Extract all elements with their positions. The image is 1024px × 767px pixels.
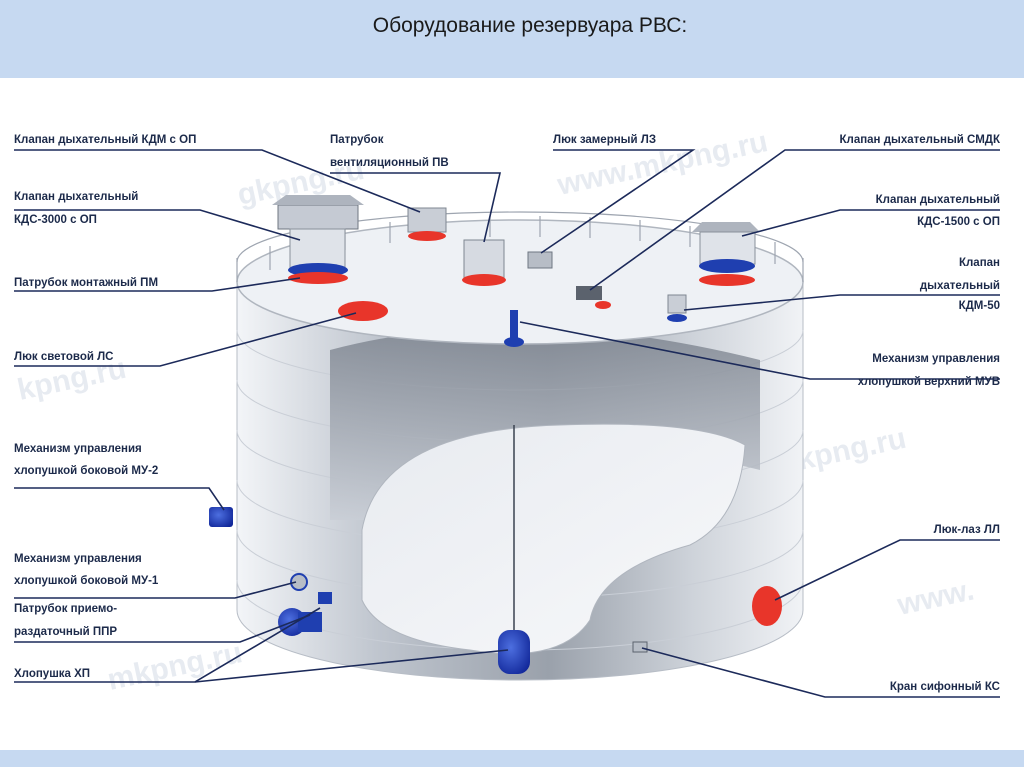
label-muv: хлопушкой верхний МУВ	[858, 376, 1000, 388]
label-kdm-50: Клапан	[959, 257, 1000, 269]
tank-diagram: www.mkpng.ru gkpng.ru kpng.ru www. kpng.…	[14, 125, 1001, 698]
ll-manhole	[752, 586, 782, 626]
label-muv: Механизм управления	[872, 353, 1000, 365]
page-title: Оборудование резервуара РВС:	[372, 14, 688, 37]
labels: Клапан дыхательный КДМ с ОП Клапан дыхат…	[14, 134, 1001, 693]
label-ls: Люк световой ЛС	[14, 351, 114, 363]
label-ks: Кран сифонный КС	[890, 681, 1000, 693]
smdk-valve	[576, 286, 611, 309]
label-ppr: Патрубок приемо-	[14, 603, 117, 615]
muv-mechanism	[504, 310, 524, 347]
label-mu1: Механизм управления	[14, 553, 142, 565]
label-mu2: хлопушкой боковой МУ-2	[14, 465, 158, 477]
label-mu2: Механизм управления	[14, 443, 142, 455]
label-ppr: раздаточный ППР	[14, 626, 117, 638]
kdm-50-valve	[667, 294, 687, 322]
hp-flapper	[498, 630, 530, 674]
label-mu1: хлопушкой боковой МУ-1	[14, 575, 159, 587]
watermark: kpng.ru	[795, 422, 909, 477]
label-pm: Патрубок монтажный ПМ	[14, 277, 158, 289]
lz-gauge-hatch	[527, 251, 553, 269]
tank	[236, 211, 804, 681]
label-kdm-50: КДМ-50	[959, 300, 1000, 312]
label-ll: Люк-лаз ЛЛ	[934, 524, 1000, 536]
label-pv: вентиляционный ПВ	[330, 157, 449, 169]
leader-lines	[14, 149, 1000, 698]
label-lz: Люк замерный ЛЗ	[553, 134, 656, 146]
label-kdm-50: дыхательный	[920, 280, 1000, 292]
label-pv: Патрубок	[330, 134, 384, 146]
kds-1500-valve	[692, 222, 760, 286]
ppr-pipe	[278, 608, 322, 636]
kdm-op-valve	[407, 207, 447, 241]
slide-header: Оборудование резервуара РВС:	[0, 0, 1024, 78]
ks-siphon-tap	[632, 641, 648, 653]
label-kdm-op: Клапан дыхательный КДМ с ОП	[14, 134, 196, 146]
label-smdk: Клапан дыхательный СМДК	[840, 134, 1001, 146]
label-hp: Хлопушка ХП	[14, 668, 90, 680]
label-kds-1500: Клапан дыхательный	[876, 194, 1000, 206]
diagram-panel: www.mkpng.ru gkpng.ru kpng.ru www. kpng.…	[0, 80, 1024, 748]
label-kds-1500: КДС-1500 с ОП	[917, 216, 1000, 228]
pv-vent-pipe	[462, 239, 506, 286]
watermark: mkpng.ru	[105, 636, 246, 697]
ls-light-hatch	[338, 301, 388, 321]
slide-footer	[0, 750, 1024, 767]
watermark: www.	[894, 574, 977, 623]
mu1-mechanism	[290, 573, 332, 604]
mu2-mechanism	[209, 507, 233, 527]
kds-3000-valve	[272, 195, 364, 284]
label-kds-3000: КДС-3000 с ОП	[14, 214, 97, 226]
label-kds-3000: Клапан дыхательный	[14, 191, 138, 203]
